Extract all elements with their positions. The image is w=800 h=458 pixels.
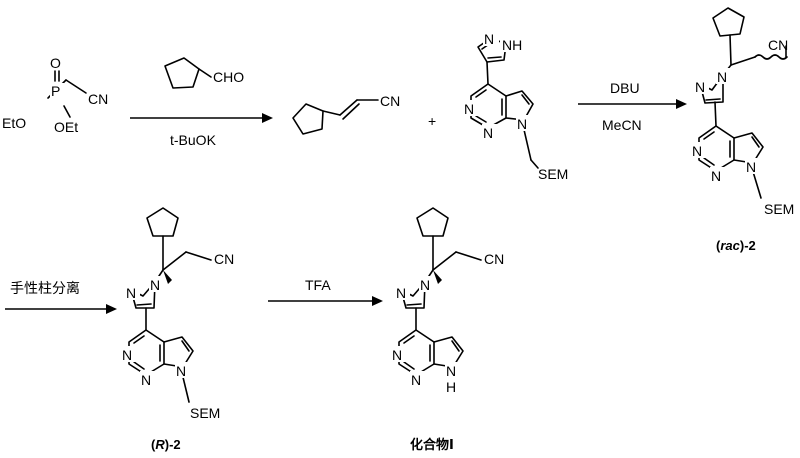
nitrogen-atom: N [464,101,474,117]
aldehyde-label: CHO [213,69,244,85]
nitrogen-atom: N [126,285,136,301]
nitrogen-atom: N [446,363,456,379]
final-compound-i: CN N N N N N H [391,207,504,395]
dbu-label: DBU [610,80,640,96]
nitrile-label: CN [214,251,234,267]
nitrogen-atom: N [711,168,721,184]
reaction-arrow-3 [5,304,117,314]
nitrogen-atom: N [484,31,494,47]
nitrogen-atom: N [141,372,151,388]
cyclopentanecarbaldehyde: CHO [164,57,244,89]
nitrogen-atom: N [692,143,702,159]
nh-group: NH [502,37,522,53]
plus-sign: + [428,113,436,129]
nitrogen-atom: N [695,79,705,95]
racemic-product-2: CN N N N N N SEM [691,7,794,217]
reaction-arrow-2 [578,99,687,109]
r-compound-label: (R)-2 [151,437,181,452]
nitrile-label: CN [380,93,400,109]
nitrogen-atom: N [392,347,402,363]
sem-group: SEM [538,166,568,182]
nitrogen-atom: N [122,347,132,363]
nitrogen-atom: N [411,372,421,388]
nitrogen-atom: N [746,159,756,175]
chiral-separation-label: 手性柱分离 [10,280,80,297]
reaction-arrow-4 [268,296,383,306]
phosphonate-reagent: P O CN EtO OEt [2,55,108,135]
r-enantiomer-2: CN N N N N N SEM [121,207,234,421]
sem-group: SEM [190,405,220,421]
nitrogen-atom: N [420,277,430,293]
nitrogen-atom: N [483,125,493,141]
hydrogen-atom: H [446,379,456,395]
phosphorus-atom: P [51,83,60,99]
nitrogen-atom: N [396,285,406,301]
nitrogen-atom: N [150,277,160,293]
ethoxy-label: OEt [54,119,78,135]
acrylonitrile-intermediate: CN [292,93,400,135]
tfa-label: TFA [305,277,331,293]
nitrogen-atom: N [717,69,727,85]
final-compound-label: 化合物I [410,437,454,453]
oxygen-atom: O [50,55,61,71]
ethoxy-label: EtO [2,115,26,131]
base-reagent-label: t-BuOK [170,132,217,148]
solvent-label: MeCN [602,117,642,133]
pyrazole-pyrrolopyrimidine-reactant: N NH N N N SEM [463,30,568,182]
nitrile-label: CN [484,251,504,267]
racemic-compound-label: (rac)-2 [716,238,756,253]
nitrogen-atom: N [176,363,186,379]
nitrile-label: CN [768,37,788,53]
nitrile-label: CN [88,91,108,107]
reaction-arrow-1 [130,113,273,123]
sem-group: SEM [764,201,794,217]
nitrogen-atom: N [517,116,527,132]
